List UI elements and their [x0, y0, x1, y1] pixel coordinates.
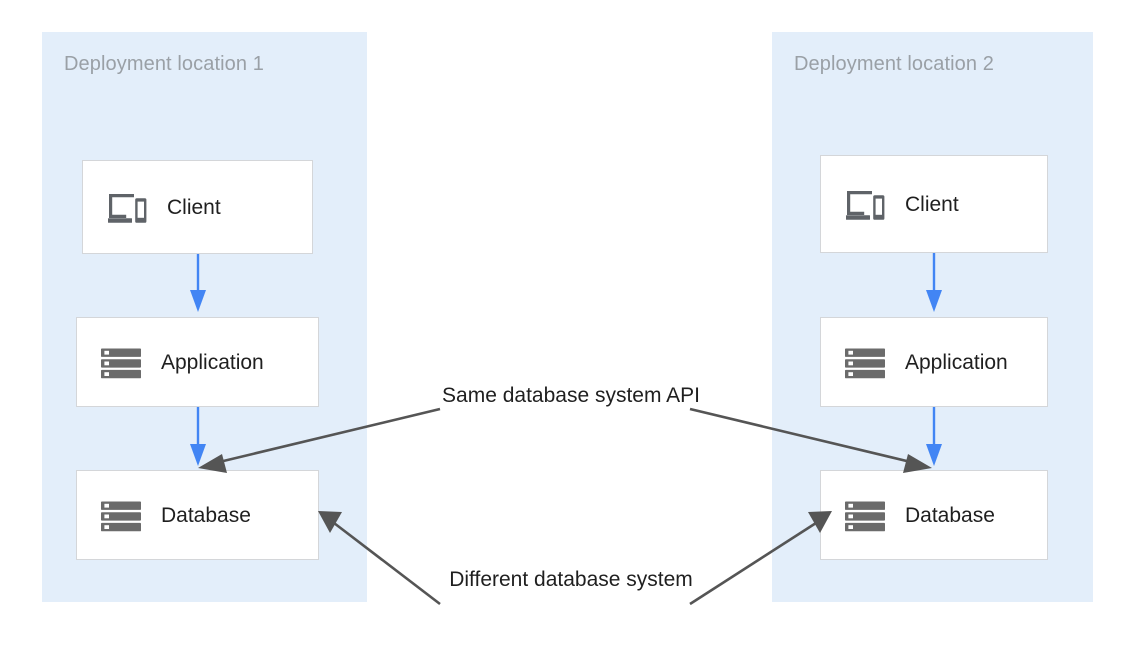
annotation-same-database-system-api: Same database system API: [442, 384, 700, 407]
node-application-1-label: Application: [161, 350, 264, 374]
node-client-1-label: Client: [167, 195, 221, 219]
node-client-1[interactable]: Client: [82, 160, 313, 254]
node-application-1[interactable]: Application: [76, 317, 319, 407]
devices-icon: [843, 182, 887, 226]
node-client-2-label: Client: [905, 192, 959, 216]
node-database-1[interactable]: Database: [76, 470, 319, 560]
node-client-2[interactable]: Client: [820, 155, 1048, 253]
deployment-location-2-title: Deployment location 2: [794, 53, 994, 75]
node-application-2-label: Application: [905, 350, 1008, 374]
devices-icon: [105, 185, 149, 229]
node-application-2[interactable]: Application: [820, 317, 1048, 407]
deployment-location-1-title: Deployment location 1: [64, 53, 264, 75]
server-icon: [843, 493, 887, 537]
server-icon: [843, 340, 887, 384]
node-database-2-label: Database: [905, 503, 995, 527]
server-icon: [99, 493, 143, 537]
node-database-2[interactable]: Database: [820, 470, 1048, 560]
annotation-different-database-system: Different database system: [449, 568, 693, 591]
node-database-1-label: Database: [161, 503, 251, 527]
server-icon: [99, 340, 143, 384]
